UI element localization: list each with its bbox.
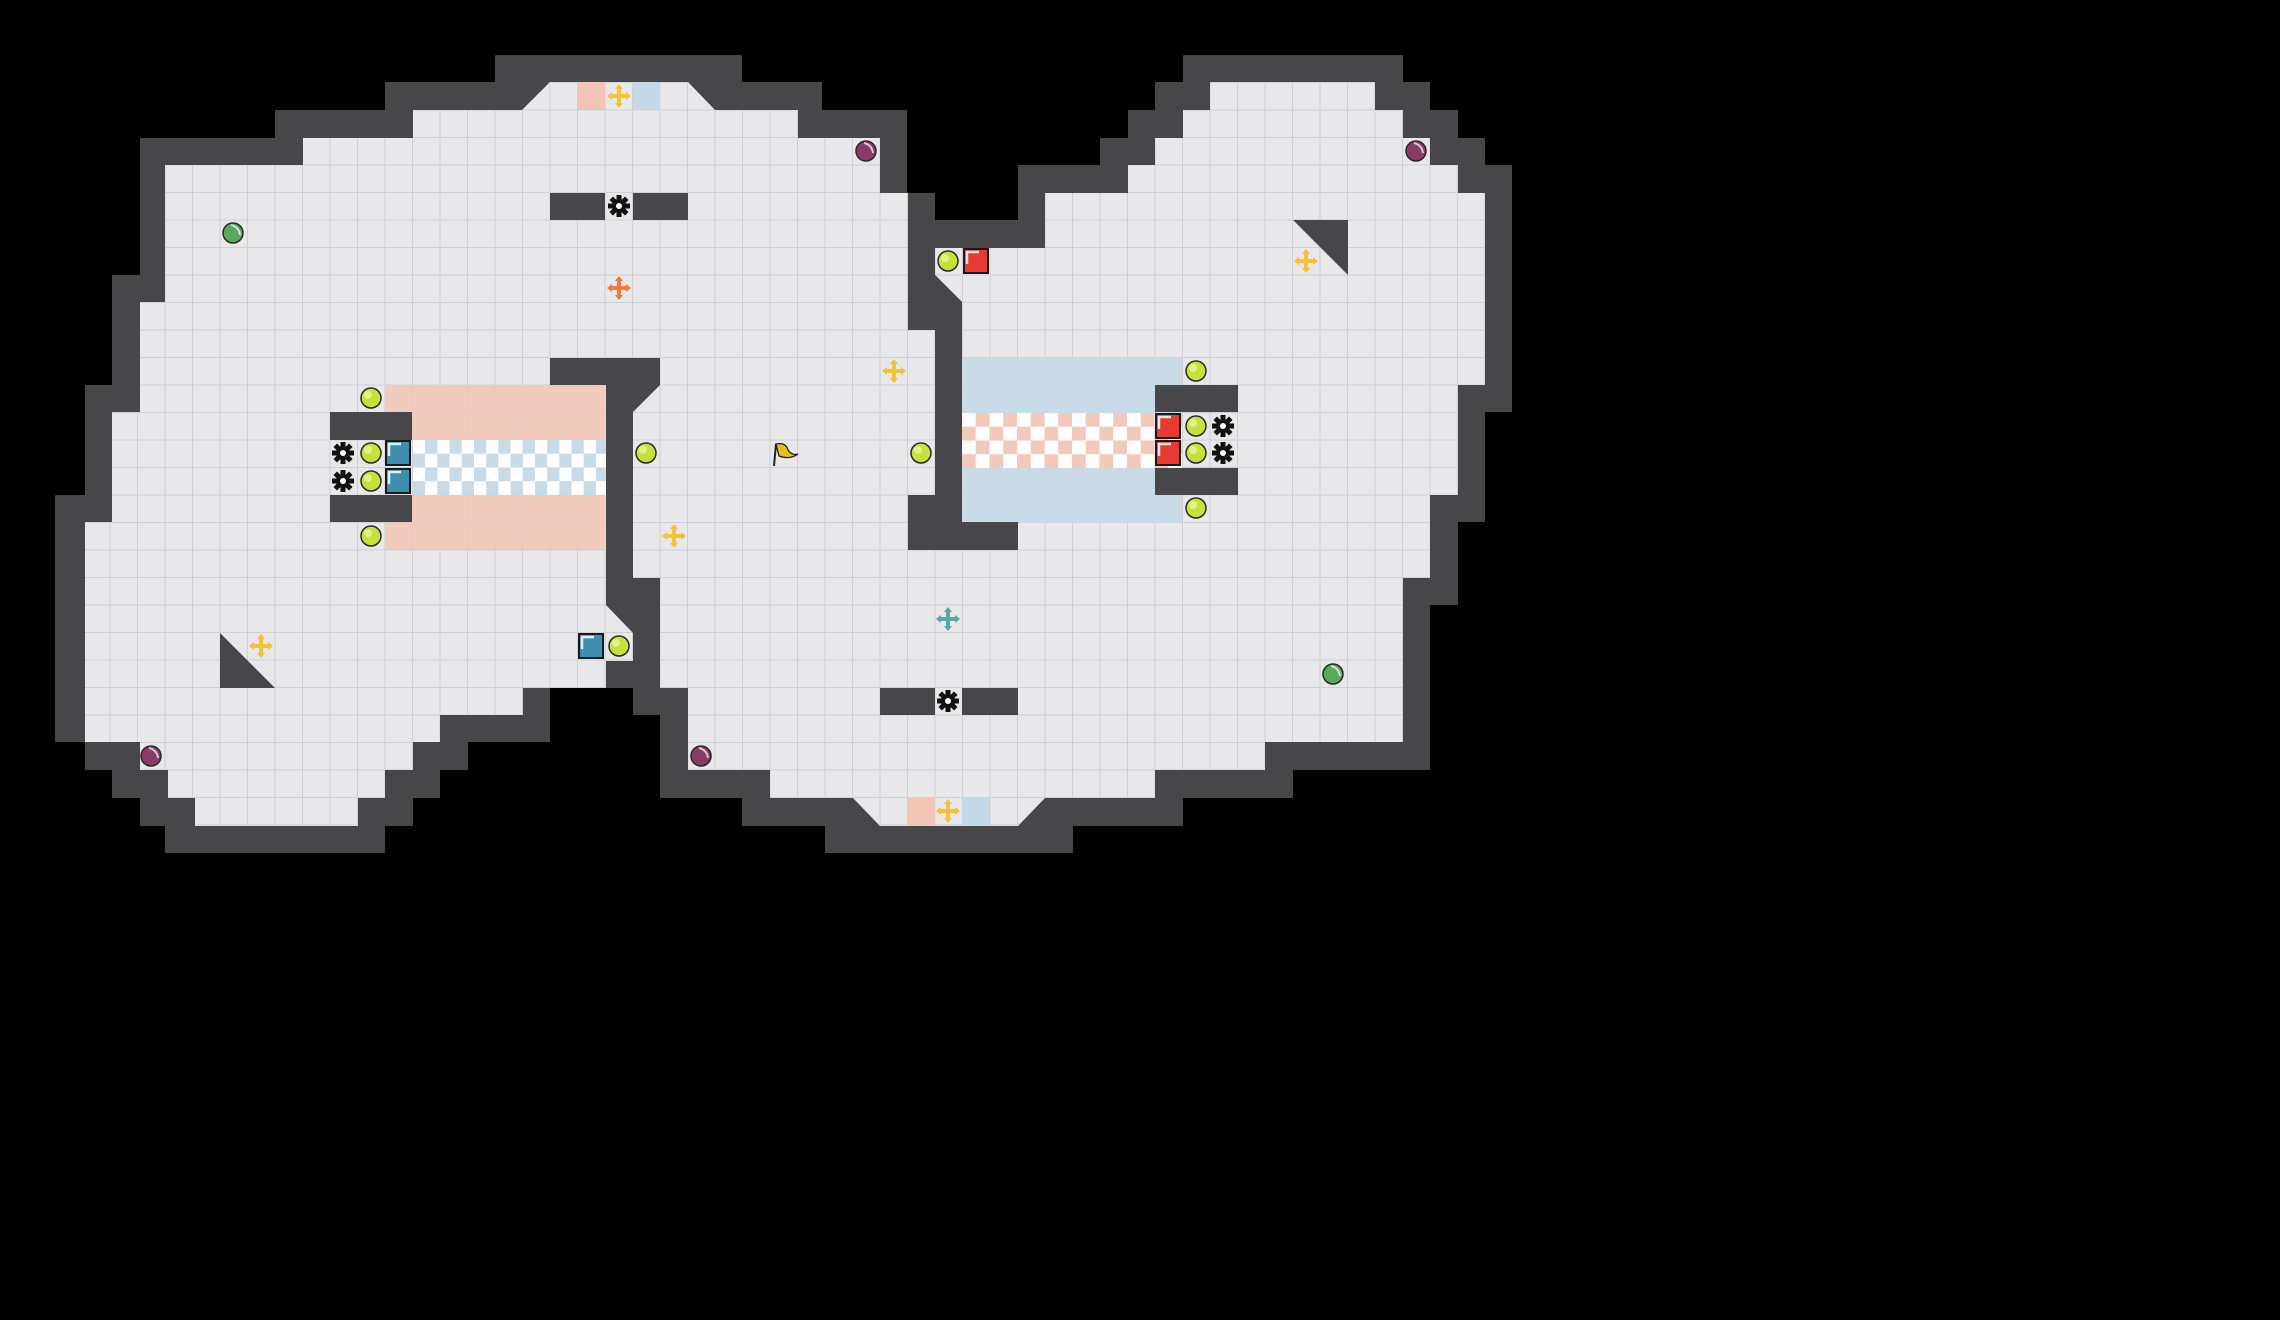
- gear-icon: [332, 470, 354, 492]
- blue-tile: [962, 798, 990, 826]
- inner-wall: [633, 193, 688, 220]
- zones: [385, 82, 1182, 826]
- inner-wall: [962, 688, 1018, 715]
- gem-icon: [140, 745, 162, 767]
- inner-wall: [220, 633, 275, 688]
- inner-wall: [550, 358, 660, 688]
- inner-wall: [330, 412, 412, 440]
- green-orb-icon: [360, 525, 382, 547]
- pushable-block-icon: [385, 440, 411, 466]
- pushable-block-icon: [963, 248, 989, 274]
- move-cross-icon: [936, 607, 960, 631]
- gear-icon: [937, 690, 959, 712]
- move-cross-icon: [607, 276, 631, 300]
- move-cross-icon: [607, 84, 631, 108]
- green-orb-icon: [1185, 360, 1207, 382]
- red-zone: [385, 385, 605, 440]
- gem-icon: [1405, 140, 1427, 162]
- green-orb-icon: [1185, 442, 1207, 464]
- red-zone: [385, 495, 605, 550]
- gear-icon: [332, 442, 354, 464]
- gem-icon: [222, 222, 244, 244]
- inner-wall: [880, 688, 935, 715]
- green-orb-icon: [635, 442, 657, 464]
- blue-tile: [633, 82, 661, 110]
- pushable-block-icon: [578, 633, 604, 659]
- red-tile: [578, 82, 606, 110]
- gem-icon: [690, 745, 712, 767]
- goal-flag-icon: [773, 442, 799, 467]
- gear-icon: [1212, 415, 1234, 437]
- move-cross-icon: [882, 359, 906, 383]
- green-orb-icon: [937, 250, 959, 272]
- red-tile: [908, 798, 936, 826]
- inner-wall: [908, 193, 1018, 550]
- green-orb-icon: [1185, 497, 1207, 519]
- inner-wall: [550, 193, 605, 220]
- blue-zone: [962, 468, 1182, 523]
- move-cross-icon: [249, 634, 273, 658]
- gear-icon: [1212, 442, 1234, 464]
- green-orb-icon: [910, 442, 932, 464]
- gear-icon: [608, 195, 630, 217]
- move-cross-icon: [1294, 249, 1318, 273]
- blue-zone: [962, 358, 1182, 413]
- pushable-block-icon: [1155, 413, 1181, 439]
- gem-icon: [1322, 663, 1344, 685]
- inner-wall: [330, 495, 412, 522]
- move-cross-icon: [662, 524, 686, 548]
- green-orb-icon: [360, 470, 382, 492]
- move-cross-icon: [936, 799, 960, 823]
- inner-wall: [1293, 220, 1348, 275]
- green-orb-icon: [1185, 415, 1207, 437]
- green-orb-icon: [360, 387, 382, 409]
- pushable-block-icon: [1155, 440, 1181, 466]
- gem-icon: [855, 140, 877, 162]
- inner-wall: [1155, 385, 1238, 412]
- inner-wall: [1155, 468, 1238, 495]
- pushable-block-icon: [385, 468, 411, 494]
- green-orb-icon: [608, 635, 630, 657]
- green-orb-icon: [360, 442, 382, 464]
